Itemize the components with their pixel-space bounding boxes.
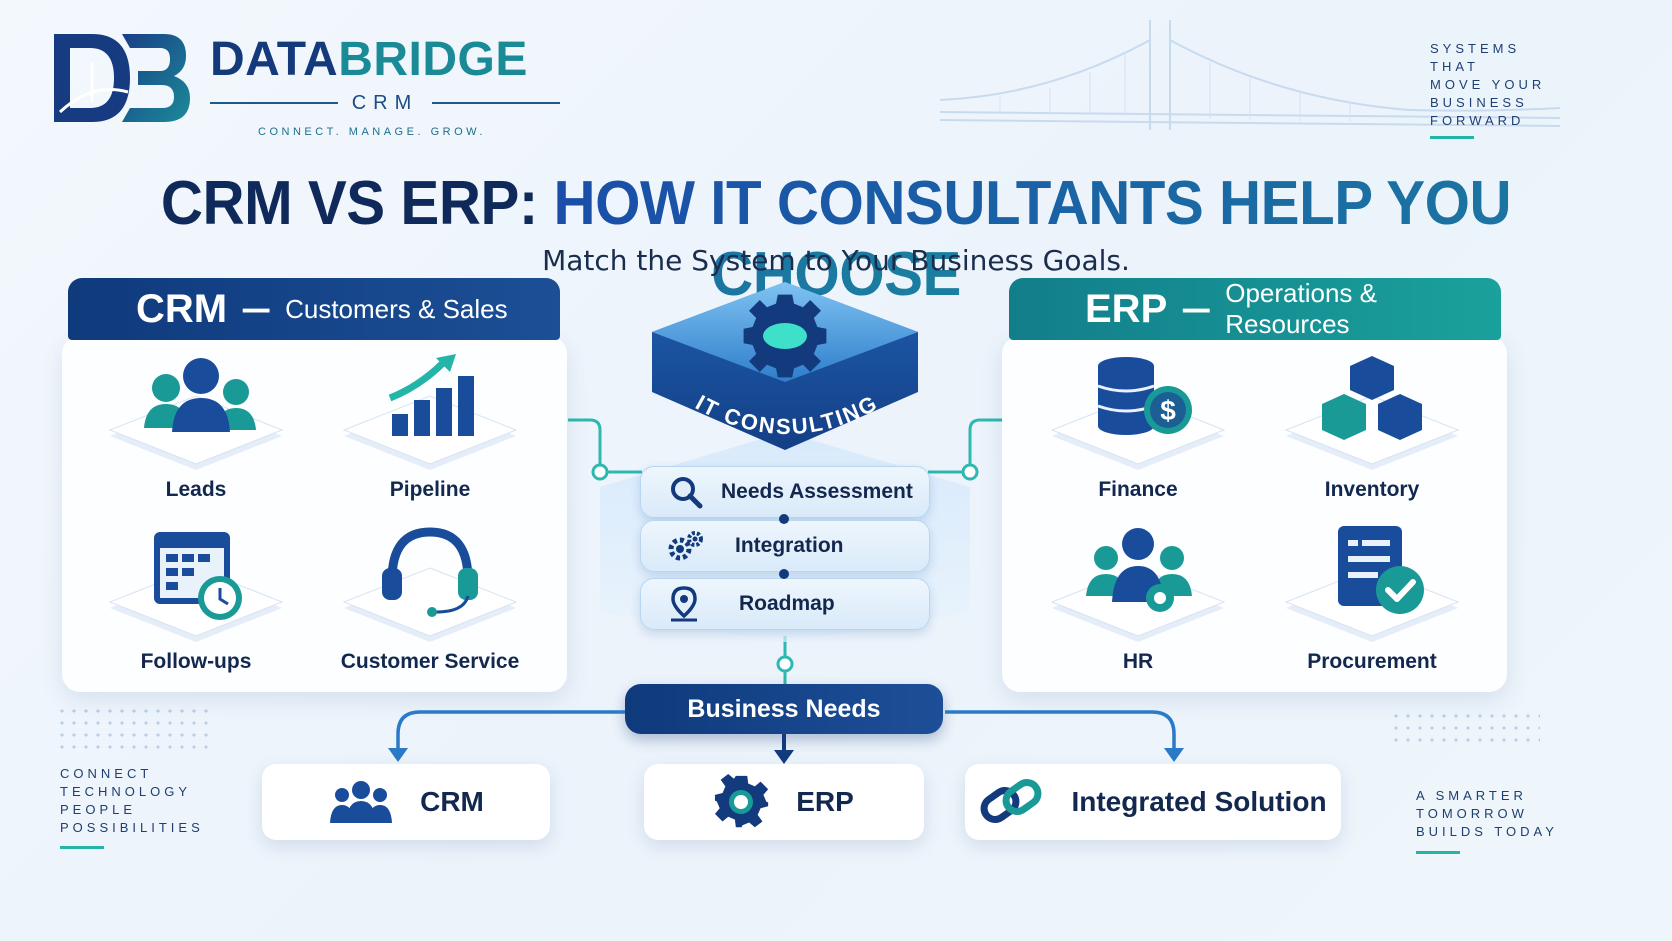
calendar-clock-icon [108, 532, 284, 642]
bridge-illustration [940, 20, 1560, 130]
result-label: CRM [420, 786, 484, 817]
result-label: ERP [796, 786, 854, 817]
erp-subheading: Operations & Resources [1225, 278, 1377, 339]
erp-item-label: HR [1122, 650, 1154, 673]
step-needs-assessment: Needs Assessment [640, 466, 930, 518]
brand-sub-row: CRM [210, 90, 561, 116]
business-needs-pill: Business Needs [625, 684, 943, 734]
brand-name: DATABRIDGE [210, 33, 528, 86]
gear-icon [715, 774, 769, 828]
result-crm: CRM [262, 764, 550, 840]
result-erp: ERP [644, 764, 924, 840]
finance-database-icon: $ [1050, 357, 1226, 470]
erp-item-label: Procurement [1307, 650, 1437, 673]
pipeline-chart-icon [342, 354, 518, 470]
result-integrated-solution: Integrated Solution [965, 764, 1341, 840]
hub-label-arc: IT CONSULTING [692, 390, 883, 439]
svg-text:IT CONSULTING: IT CONSULTING [692, 390, 883, 439]
erp-item-label: Inventory [1324, 478, 1420, 501]
step-roadmap: Roadmap [640, 578, 930, 630]
leads-icon [108, 358, 284, 470]
brand-tagline: CONNECT. MANAGE. GROW. [258, 126, 486, 138]
side-line-bottom-left [60, 846, 104, 849]
svg-text:$: $ [1160, 395, 1176, 426]
step-label: Roadmap [739, 592, 835, 615]
erp-item-label: Finance [1098, 478, 1178, 501]
connector-lines [568, 418, 1002, 684]
hr-team-gear-icon [1050, 528, 1226, 642]
erp-tile-procurement: Procurement [1279, 524, 1465, 674]
crm-heading-dash: — [241, 291, 272, 327]
people-group-icon [330, 781, 393, 823]
gears-icon [668, 531, 703, 561]
side-text-bottom-left: CONNECT TECHNOLOGY PEOPLE POSSIBILITIES [60, 766, 204, 835]
magnifier-icon [671, 477, 703, 509]
brand-sub: CRM [351, 91, 419, 114]
map-pin-icon [671, 586, 697, 622]
erp-heading-dash: — [1181, 291, 1212, 327]
crm-subheading: Customers & Sales [285, 293, 508, 324]
erp-heading: ERP [1085, 286, 1168, 331]
crm-tile-pipeline: Pipeline [337, 352, 523, 502]
crm-tile-followups: Follow-ups [103, 524, 289, 674]
step-dot [779, 569, 789, 579]
headset-icon [342, 527, 518, 642]
crm-item-label: Leads [165, 478, 227, 501]
crm-tile-customer-service: Customer Service [337, 524, 523, 674]
erp-tile-inventory: Inventory [1279, 352, 1465, 502]
inventory-boxes-icon [1284, 356, 1460, 470]
erp-tile-hr: HR [1045, 524, 1231, 674]
side-line-bottom-right [1416, 851, 1460, 854]
erp-panel [1002, 336, 1507, 692]
dot-grid-right [1390, 710, 1540, 750]
step-integration: Integration [640, 520, 930, 572]
databridge-logo-icon [54, 34, 190, 122]
step-label: Integration [735, 534, 844, 557]
crm-item-label: Customer Service [340, 650, 520, 673]
erp-tile-finance: $ Finance [1045, 352, 1231, 502]
crm-tile-leads: Leads [103, 352, 289, 502]
crm-heading: CRM [136, 286, 228, 331]
crm-item-label: Follow-ups [140, 650, 252, 673]
procurement-document-check-icon [1284, 526, 1460, 642]
erp-panel-header: ERP — Operations & Resources [1009, 278, 1501, 340]
side-text-bottom-right: A SMARTER TOMORROW BUILDS TODAY [1416, 788, 1558, 839]
side-line-top-right [1430, 136, 1474, 139]
hub-label: IT CONSULTING [692, 390, 881, 439]
dot-grid-left [56, 705, 216, 753]
subtitle: Match the System to Your Business Goals. [542, 244, 1130, 277]
crm-item-label: Pipeline [389, 478, 471, 501]
step-dot [779, 514, 789, 524]
crm-panel [62, 336, 567, 692]
result-label: Integrated Solution [1071, 786, 1327, 817]
chain-link-icon [981, 779, 1042, 823]
result-arrows [388, 710, 1184, 764]
side-text-top-right: SYSTEMS THAT MOVE YOUR BUSINESS FORWARD [1430, 41, 1546, 128]
step-label: Needs Assessment [721, 480, 913, 503]
crm-panel-header: CRM — Customers & Sales [68, 278, 560, 340]
